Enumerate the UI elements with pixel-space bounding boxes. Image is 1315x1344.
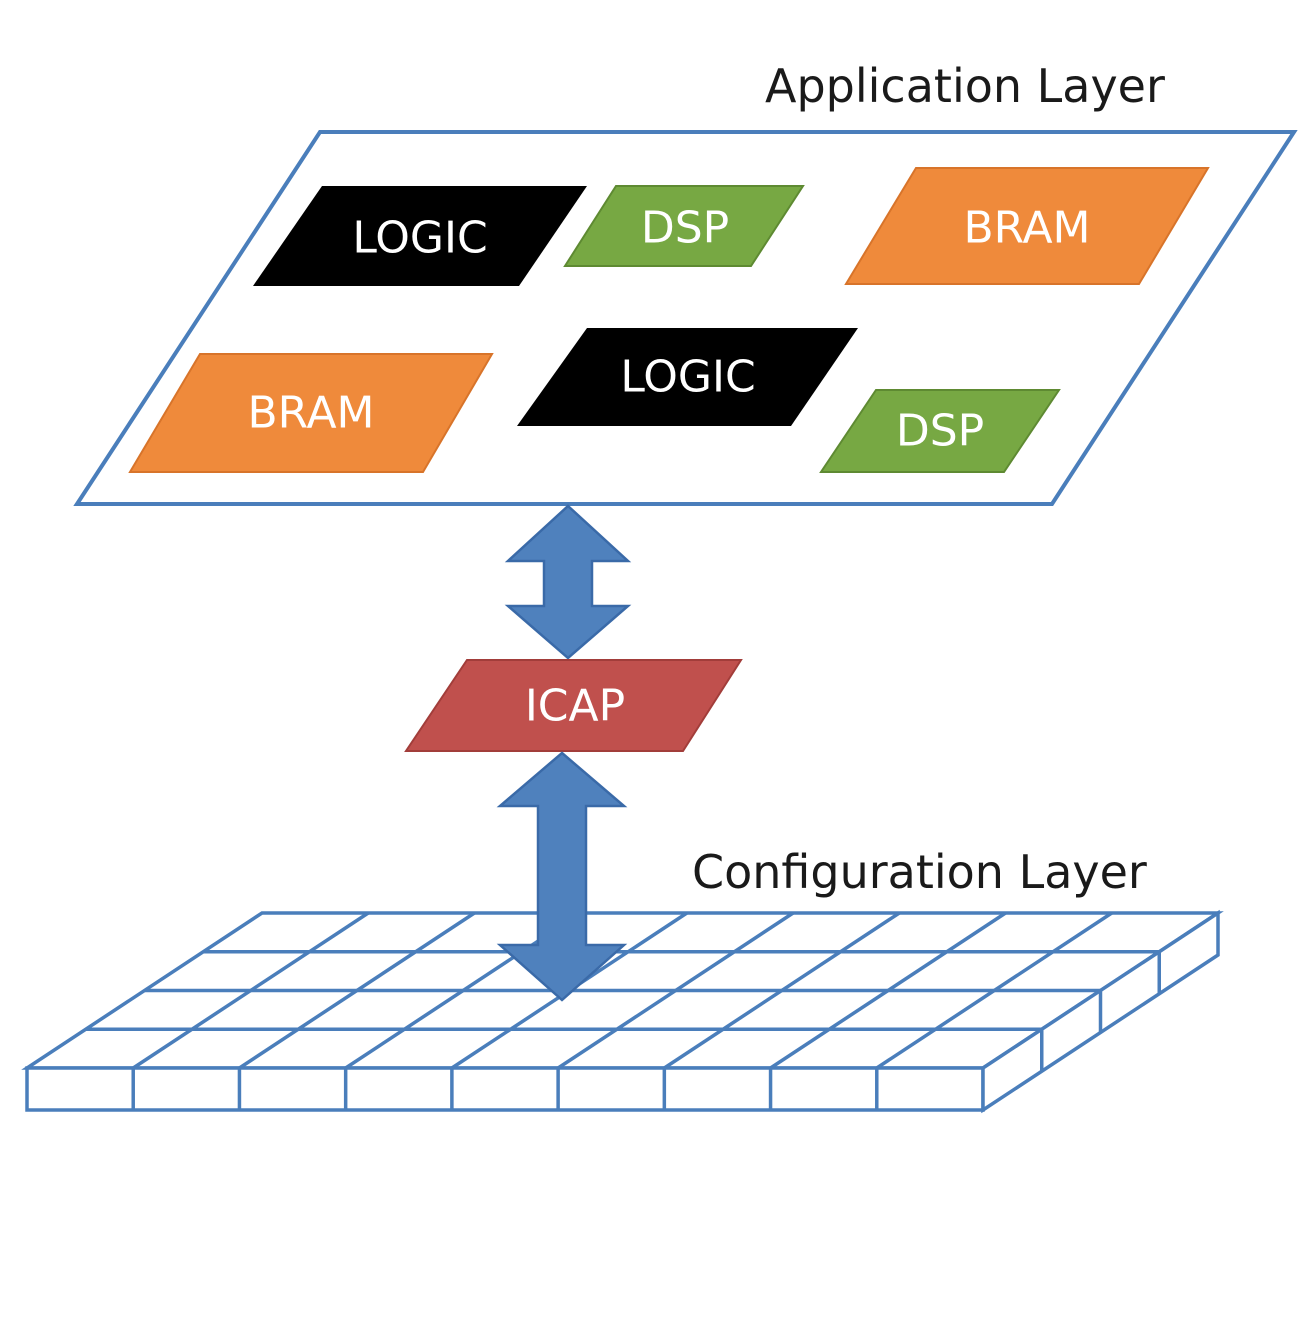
- grid-column-line: [132, 911, 370, 1070]
- double-arrow-icap-configuration: [496, 751, 628, 1002]
- dsp-block-1: DSP: [563, 185, 805, 267]
- grid-column-line: [238, 911, 476, 1070]
- dsp-block-1-label: DSP: [641, 203, 729, 254]
- bram-block-1-label: BRAM: [963, 203, 1090, 254]
- bram-block-1: BRAM: [844, 167, 1210, 285]
- icap-block-label: ICAP: [525, 681, 625, 732]
- logic-block-2-label: LOGIC: [620, 352, 755, 403]
- dsp-block-2: DSP: [819, 389, 1061, 473]
- logic-block-2: LOGIC: [517, 328, 858, 426]
- grid-column-line: [875, 911, 1113, 1070]
- application-layer-title: Application Layer: [765, 59, 1165, 113]
- application-layer-plane: [73, 130, 1298, 506]
- bram-block-2: BRAM: [128, 353, 494, 473]
- dsp-block-2-label: DSP: [896, 406, 984, 457]
- grid-column-line: [557, 911, 795, 1070]
- configuration-layer-title: Configuration Layer: [692, 845, 1147, 899]
- double-arrow-application-icap: [504, 504, 632, 660]
- grid-column-line: [769, 911, 1007, 1070]
- icap-block: ICAP: [404, 659, 743, 752]
- configuration-layer-grid: [21, 909, 1224, 1114]
- grid-column-line: [663, 911, 901, 1070]
- logic-block-1-label: LOGIC: [352, 213, 487, 264]
- grid-front-face: [25, 1066, 985, 1112]
- bram-block-2-label: BRAM: [247, 388, 374, 439]
- logic-block-1: LOGIC: [253, 186, 587, 286]
